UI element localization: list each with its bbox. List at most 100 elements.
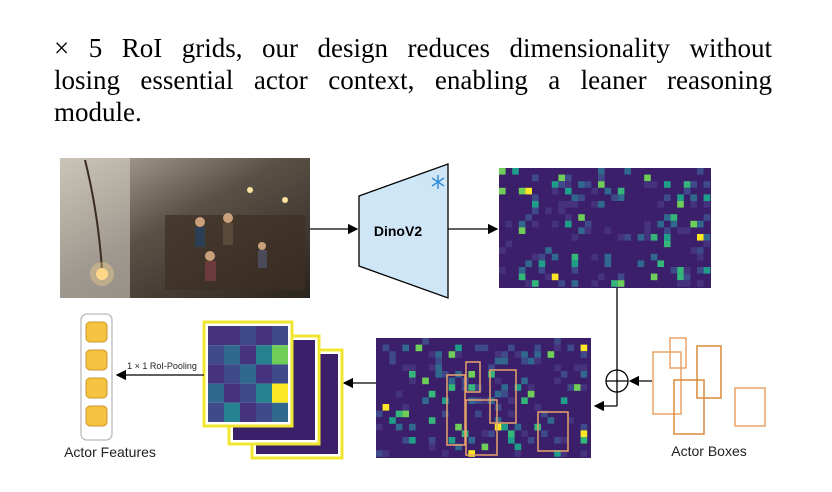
feature-cell bbox=[448, 377, 456, 385]
feature-cell bbox=[468, 437, 475, 444]
feature-cell bbox=[532, 194, 539, 201]
feature-cell bbox=[677, 194, 684, 201]
feature-cell bbox=[677, 201, 684, 208]
feature-cell bbox=[501, 423, 508, 431]
feature-cell bbox=[494, 423, 502, 431]
feature-cell bbox=[580, 384, 588, 391]
feature-cell bbox=[578, 227, 585, 234]
feature-cell bbox=[697, 220, 704, 228]
feature-cell bbox=[547, 417, 555, 424]
feature-cell bbox=[578, 181, 585, 188]
feature-cell bbox=[584, 227, 592, 234]
feature-cell bbox=[521, 430, 528, 437]
feature-cell bbox=[525, 214, 532, 221]
roi-grid-cell bbox=[208, 364, 224, 384]
feature-cell bbox=[664, 194, 671, 201]
feature-cell bbox=[415, 344, 423, 352]
actor-feature-3 bbox=[85, 377, 108, 399]
feature-cell bbox=[591, 280, 598, 287]
feature-cell bbox=[389, 351, 396, 358]
feature-cell bbox=[481, 344, 489, 352]
feature-cell bbox=[521, 397, 528, 404]
roi-grid-cell bbox=[272, 345, 288, 365]
feature-cell bbox=[422, 377, 429, 385]
feature-cell bbox=[565, 220, 572, 228]
feature-cell bbox=[571, 280, 579, 287]
feature-cell bbox=[578, 194, 585, 201]
feature-cell bbox=[574, 364, 581, 371]
feature-cell bbox=[534, 404, 541, 411]
paragraph-line-1: × 5 RoI grids, our design reduces dimens… bbox=[54, 33, 772, 63]
feature-cell bbox=[499, 187, 506, 195]
feature-cell bbox=[468, 371, 475, 378]
feature-cell bbox=[532, 201, 539, 208]
feature-cell bbox=[376, 423, 383, 431]
feature-cell bbox=[591, 201, 598, 208]
feature-cell bbox=[527, 437, 535, 444]
feature-cell bbox=[644, 181, 651, 188]
pooling-label: 1 × 1 RoI-Pooling bbox=[127, 361, 197, 371]
roi-grid-front-cells bbox=[208, 326, 288, 422]
feature-cell bbox=[624, 168, 631, 175]
feature-cell bbox=[409, 437, 416, 444]
feature-cell bbox=[508, 437, 515, 444]
feature-cell bbox=[409, 377, 416, 385]
feature-cell bbox=[409, 371, 416, 378]
feature-cell bbox=[580, 344, 588, 352]
feature-cell bbox=[670, 267, 678, 274]
feature-cell bbox=[475, 384, 482, 391]
feature-cell bbox=[604, 260, 612, 267]
feature-cell bbox=[494, 351, 502, 358]
feature-cell bbox=[580, 423, 588, 431]
feature-cell bbox=[455, 443, 462, 451]
feature-cell bbox=[494, 390, 502, 398]
feature-cell bbox=[428, 351, 436, 358]
feature-cell bbox=[541, 410, 548, 418]
roi-grid-cell bbox=[208, 345, 224, 365]
feature-cell bbox=[422, 338, 429, 345]
feature-cell bbox=[580, 371, 588, 378]
feature-cell bbox=[518, 187, 526, 195]
feature-cell bbox=[508, 410, 515, 418]
feature-cell bbox=[637, 234, 645, 241]
feature-cell bbox=[468, 450, 475, 457]
feature-cell bbox=[644, 234, 651, 241]
feature-cell bbox=[657, 201, 664, 208]
roi-grid-cell bbox=[240, 345, 256, 365]
roi-grid-cell bbox=[224, 364, 240, 384]
feature-cell bbox=[650, 253, 658, 261]
feature-cell bbox=[664, 240, 671, 248]
feature-cell bbox=[481, 443, 489, 451]
feature-cell bbox=[567, 417, 574, 424]
feature-cell bbox=[554, 364, 561, 371]
feature-cell bbox=[558, 207, 565, 215]
feature-cell bbox=[538, 253, 546, 261]
feature-cell bbox=[703, 234, 711, 241]
feature-cell bbox=[697, 168, 704, 175]
feature-cell bbox=[683, 267, 691, 274]
feature-cell bbox=[455, 423, 462, 431]
feature-cell bbox=[521, 351, 528, 358]
feature-cell bbox=[554, 344, 561, 352]
feature-cell bbox=[442, 410, 449, 418]
feature-cell bbox=[683, 227, 691, 234]
feature-cell bbox=[664, 181, 671, 188]
feature-cell bbox=[604, 187, 612, 195]
feature-cell bbox=[560, 450, 568, 457]
roi-grid-cell bbox=[272, 326, 288, 346]
feature-cell bbox=[697, 247, 704, 254]
actor-boxes-label: Actor Boxes bbox=[671, 443, 746, 459]
feature-cell bbox=[518, 220, 526, 228]
feature-cell bbox=[571, 201, 579, 208]
feature-cell bbox=[611, 194, 618, 201]
feature-cell bbox=[697, 280, 704, 287]
feature-cell bbox=[611, 280, 618, 287]
feature-cell bbox=[532, 253, 539, 261]
feature-cell bbox=[571, 260, 579, 267]
feature-cell bbox=[664, 214, 671, 221]
roi-grid-cell bbox=[256, 402, 272, 422]
actor-features-label: Actor Features bbox=[64, 444, 156, 460]
roi-box-overlays bbox=[446, 361, 569, 456]
feature-cell bbox=[703, 267, 711, 274]
feature-cell bbox=[604, 253, 612, 261]
